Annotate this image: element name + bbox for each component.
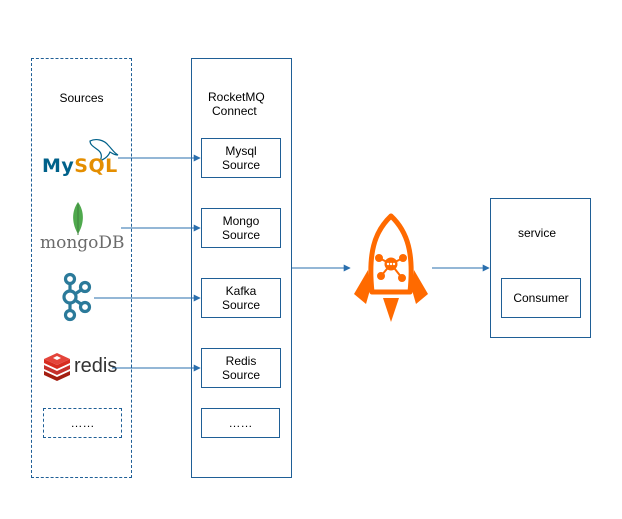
redis-wordmark: redis — [74, 355, 118, 377]
sources-more-label: …… — [70, 416, 95, 430]
mysql-wordmark-accent — [76, 155, 114, 179]
mongodb-logo: mongoDB — [40, 200, 130, 255]
consumer-box: Consumer — [501, 278, 581, 318]
connect-title: RocketMQ Connect — [208, 90, 288, 118]
kafka-logo — [58, 272, 94, 322]
kafka-icon — [62, 272, 92, 322]
rocketmq-logo — [350, 212, 432, 324]
sources-title: Sources — [59, 91, 104, 105]
consumer-label: Consumer — [513, 291, 569, 305]
mysql-source-line2: Source — [221, 158, 261, 172]
redis-source-line2: Source — [221, 368, 261, 382]
sources-more-box: …… — [43, 408, 122, 438]
redis-source-box: Redis Source — [201, 348, 281, 388]
connect-more-label: …… — [228, 416, 253, 430]
kafka-source-line1: Kafka — [225, 284, 257, 298]
redis-logo: redis — [42, 353, 122, 381]
mysql-wordmark: MySQL — [42, 155, 118, 177]
service-title: service — [517, 226, 556, 240]
rocket-icon — [354, 213, 428, 322]
mysql-dolphin-icon — [89, 139, 119, 163]
mysql-source-box: Mysql Source — [201, 138, 281, 178]
mongo-source-line1: Mongo — [222, 214, 260, 228]
connect-title-line2: Connect — [212, 104, 257, 118]
mongo-source-line2: Source — [221, 228, 261, 242]
redis-source-line1: Redis — [225, 354, 257, 368]
mongodb-leaf-icon — [73, 202, 83, 235]
kafka-source-box: Kafka Source — [201, 278, 281, 318]
connect-more-box: …… — [201, 408, 280, 438]
mongo-source-box: Mongo Source — [201, 208, 281, 248]
redis-cube-icon — [44, 353, 70, 381]
kafka-source-line2: Source — [221, 298, 261, 312]
mongodb-wordmark: mongoDB — [40, 233, 125, 253]
mysql-source-line1: Mysql — [225, 144, 257, 158]
connect-title-line1: RocketMQ — [208, 90, 265, 104]
mysql-logo: MySQL — [42, 135, 122, 180]
